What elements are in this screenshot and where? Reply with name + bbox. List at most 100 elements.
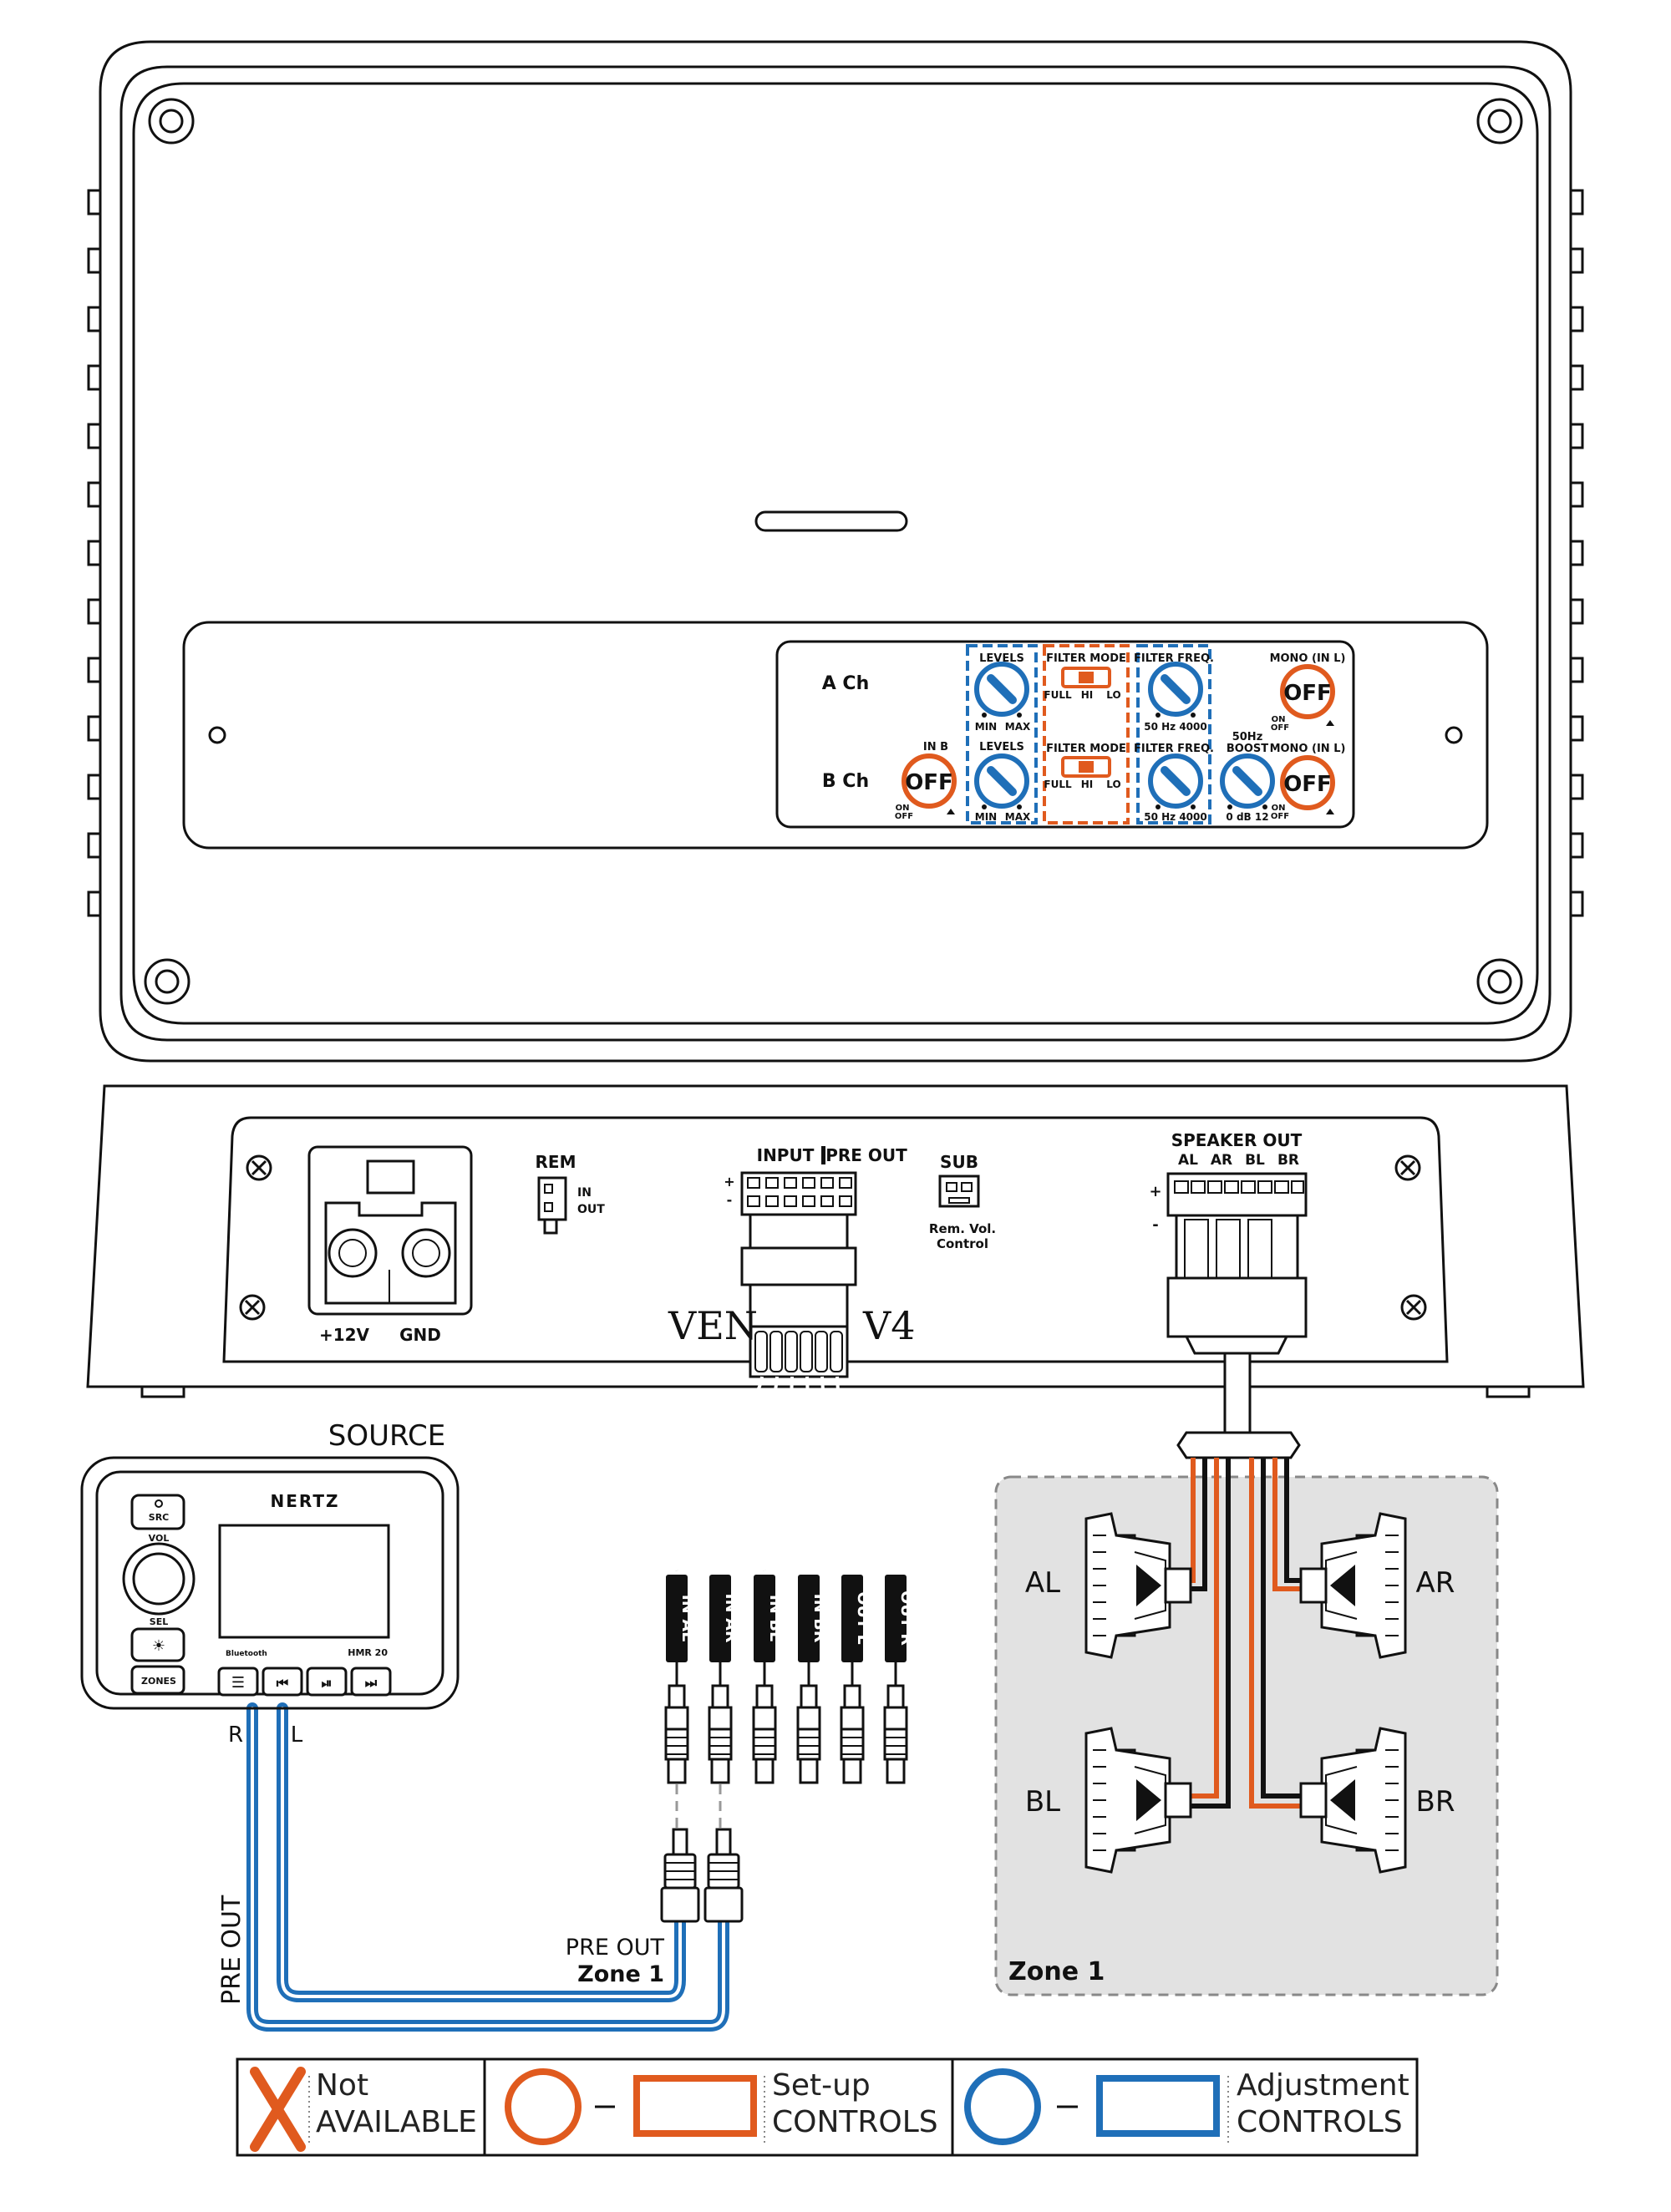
src-button[interactable] <box>130 1494 185 1530</box>
speaker-label-al: AL <box>1025 1566 1060 1600</box>
not-available-icon <box>250 2067 306 2152</box>
rem-out-label: OUT <box>577 1203 605 1216</box>
max-label: MAX <box>1005 811 1031 823</box>
mount-hole-icon <box>144 958 190 1005</box>
max-label: MAX <box>1005 721 1031 733</box>
menu-icon: ☰ <box>231 1674 245 1692</box>
rca-plug-icon <box>660 1828 700 1923</box>
lo-label: LO <box>1106 689 1120 701</box>
source-title: SOURCE <box>328 1419 445 1453</box>
rca-plug-icon <box>703 1828 744 1923</box>
prev-button[interactable] <box>262 1667 303 1697</box>
lo-label: LO <box>1106 779 1120 790</box>
setup-circle-icon <box>505 2068 582 2145</box>
rem-connector[interactable] <box>537 1176 567 1235</box>
cable-labels: IN AL IN AR IN BL IN BR OUT L OUT R <box>666 1575 916 1662</box>
speaker-out-connector[interactable] <box>1166 1172 1308 1355</box>
speaker-label-ar: AR <box>1416 1566 1455 1600</box>
brand-right: V4 <box>862 1303 916 1348</box>
led-slot <box>754 510 908 532</box>
gnd-label: GND <box>399 1325 441 1345</box>
speaker-out-label: SPEAKER OUT <box>1171 1130 1303 1150</box>
filter-freq-label-b: FILTER FREQ. <box>1134 743 1214 755</box>
cable-label-in-br: IN BR <box>810 1594 829 1643</box>
play-pause-icon: ⏯ <box>322 1675 333 1691</box>
bass-boost-knob[interactable] <box>1222 756 1272 806</box>
legend-available-label: AVAILABLE <box>316 2105 477 2139</box>
mono-off-b: OFF <box>1283 772 1332 797</box>
min-label: MIN <box>975 811 997 823</box>
legend: Not AVAILABLE Set-up CONTROLS Adjustment… <box>236 2057 1419 2157</box>
mono-label-a: MONO (IN L) <box>1270 652 1346 665</box>
plus-label: + <box>1149 1183 1161 1200</box>
off-small-label: OFF <box>895 812 913 821</box>
boost-label: BOOST <box>1227 743 1268 755</box>
mount-hole-icon <box>1476 98 1523 145</box>
filter-freq-knob-b[interactable] <box>1150 756 1201 806</box>
amplifier-top <box>87 40 1584 1063</box>
levels-label-a: LEVELS <box>979 652 1024 665</box>
menu-button[interactable] <box>217 1667 259 1697</box>
minus-label: - <box>727 1192 733 1208</box>
on-label: ON <box>1272 804 1286 813</box>
power-icon <box>155 1499 163 1508</box>
off-small-label: OFF <box>1271 723 1289 733</box>
play-pause-button[interactable] <box>306 1667 348 1697</box>
adjust-rect-icon <box>1096 2075 1220 2137</box>
full-label: FULL <box>1044 779 1072 790</box>
sp-label-br: BR <box>1277 1152 1299 1169</box>
rca-plug-icon <box>883 1684 908 1784</box>
input-label: INPUT <box>757 1145 815 1165</box>
filter-mode-label-b: FILTER MODE <box>1046 743 1126 755</box>
boost-hz-label: 50Hz <box>1232 731 1263 743</box>
filter-mode-switch-b[interactable] <box>1061 756 1111 778</box>
brightness-button[interactable] <box>130 1627 185 1662</box>
level-knob-b[interactable] <box>977 756 1027 806</box>
control-panel: A Ch B Ch LEVELS MIN MAX FILTER MODE FUL… <box>775 640 1355 829</box>
rem-label: REM <box>536 1152 576 1172</box>
filter-mode-switch-a[interactable] <box>1061 667 1111 688</box>
rca-plug-icon <box>840 1684 865 1784</box>
arrow-icon <box>947 809 955 814</box>
in-b-off: OFF <box>905 770 953 795</box>
screw-icon <box>239 1294 266 1321</box>
b-ch-label: B Ch <box>822 771 869 792</box>
speaker-label-br: BR <box>1416 1785 1455 1819</box>
full-label: FULL <box>1044 689 1072 701</box>
sp-label-ar: AR <box>1211 1152 1232 1169</box>
sub-label: SUB <box>940 1152 978 1172</box>
cable-label-out-l: OUT L <box>854 1591 872 1644</box>
model-label: HMR 20 <box>348 1647 388 1658</box>
power-terminal[interactable] <box>307 1145 473 1316</box>
hz-range-label: 50 Hz 4000 <box>1144 721 1206 733</box>
sub-connector[interactable] <box>938 1174 980 1208</box>
rca-plug-icon <box>664 1684 689 1784</box>
next-button[interactable] <box>350 1667 392 1697</box>
brand-left: VEN <box>668 1303 758 1348</box>
level-knob-a[interactable] <box>977 664 1027 714</box>
input-connector[interactable] <box>740 1171 857 1378</box>
bluetooth-label: Bluetooth <box>226 1650 267 1658</box>
plus-label: + <box>724 1174 734 1190</box>
zones-button[interactable] <box>130 1665 185 1695</box>
zone-1-area <box>994 1475 1499 1996</box>
volume-knob[interactable] <box>122 1542 196 1616</box>
a-ch-label: A Ch <box>822 673 870 694</box>
arrow-icon <box>1326 809 1334 814</box>
hz-range-label: 50 Hz 4000 <box>1144 811 1206 823</box>
legend-setup-label: Set-up <box>772 2068 871 2103</box>
output-l-label: L <box>291 1722 303 1748</box>
filter-freq-knob-a[interactable] <box>1150 664 1201 714</box>
rca-plug-icon <box>708 1684 733 1784</box>
rca-plug-icon <box>752 1684 777 1784</box>
filter-mode-label-a: FILTER MODE <box>1046 652 1126 665</box>
setup-rect-icon <box>633 2075 757 2137</box>
12v-label: +12V <box>319 1325 370 1345</box>
prev-icon: ⏮ <box>277 1675 288 1691</box>
source-head-unit: SRC VOL SEL ☀ ZONES NERTZ Bluetooth HMR … <box>80 1456 460 1710</box>
rca-plug-icon <box>796 1684 821 1784</box>
pre-out-zone-label-1: PRE OUT <box>566 1935 665 1961</box>
sp-label-al: AL <box>1178 1152 1198 1169</box>
mount-hole-icon <box>1476 958 1523 1005</box>
